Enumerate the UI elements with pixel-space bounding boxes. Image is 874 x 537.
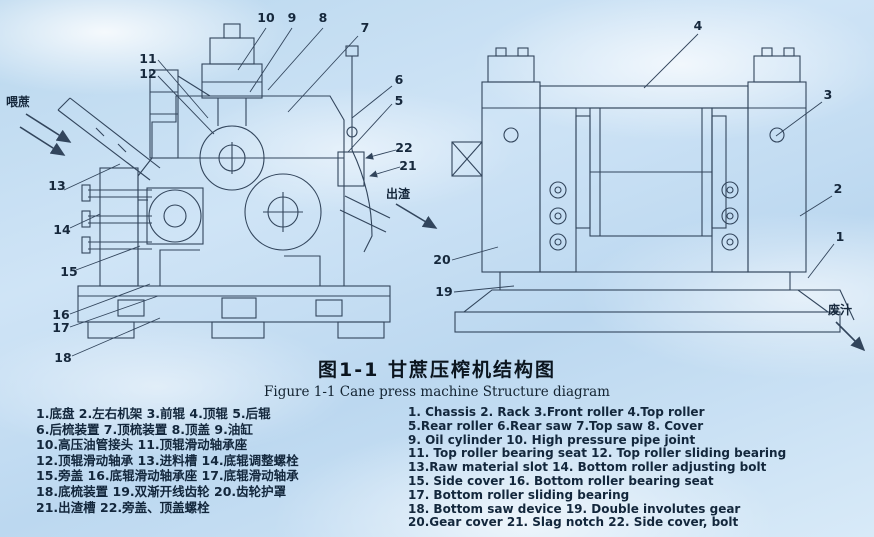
slag-arrow	[395, 203, 438, 229]
legend-en-line: 9. Oil cylinder 10. High pressure pipe j…	[408, 432, 696, 447]
legend-english: 1. Chassis 2. Rack 3.Front roller 4.Top …	[408, 405, 787, 530]
callout-1: 1	[836, 229, 845, 244]
callout-14: 14	[53, 222, 71, 237]
figure-title-en: Figure 1-1 Cane press machine Structure …	[264, 384, 610, 400]
legend-en-line: 20.Gear cover 21. Slag notch 22. Side co…	[408, 515, 739, 530]
bottom-roller-bearing-circle	[146, 187, 204, 245]
right-view-left-tower	[481, 47, 541, 273]
callout-6: 6	[395, 72, 404, 87]
left-view-drawing	[57, 23, 391, 339]
callout-5: 5	[395, 93, 404, 108]
top-roller-circle	[199, 125, 265, 191]
callout-17: 17	[52, 320, 69, 335]
oil-cylinder	[201, 23, 263, 126]
callout-22: 22	[395, 140, 412, 155]
callout-2: 2	[834, 181, 843, 196]
callout-4: 4	[694, 18, 703, 33]
top-beam	[539, 85, 749, 109]
callout-18: 18	[54, 350, 71, 365]
legend-en-line: 15. Side cover 16. Bottom roller bearing…	[408, 473, 714, 488]
left-frame-post	[81, 167, 152, 287]
feed-arrow-2	[19, 126, 66, 156]
legend-en-line: 1. Chassis 2. Rack 3.Front roller 4.Top …	[408, 405, 705, 419]
legend-zh-line: 1.底盘 2.左右机架 3.前辊 4.顶辊 5.后辊	[36, 406, 271, 421]
legend-en-line: 18. Bottom saw device 19. Double involut…	[408, 501, 741, 516]
figure-title-block: 图1-1 甘蔗压榨机结构图 Figure 1-1 Cane press mach…	[0, 355, 874, 400]
rear-saw-lever	[337, 45, 373, 253]
callout-20: 20	[433, 252, 451, 267]
callout-9: 9	[288, 10, 297, 25]
figure-title-zh: 图1-1 甘蔗压榨机结构图	[318, 359, 556, 381]
callout-11: 11	[139, 51, 156, 66]
callout-numbers: 10 9 8 7 11 12 6 5 22 21 13 14 15 16 17 …	[48, 10, 844, 365]
juice-arrow	[835, 321, 866, 352]
callout-10: 10	[257, 10, 275, 25]
legend-zh-line: 21.出渣槽 22.旁盖、顶盖螺栓	[36, 499, 210, 515]
slag-label: 出渣	[386, 186, 411, 201]
left-view-base	[77, 285, 391, 339]
callout-12: 12	[139, 66, 156, 81]
right-view-drawing	[451, 47, 855, 333]
right-view-right-tower	[747, 47, 807, 273]
callout-7: 7	[361, 20, 370, 35]
shaft-end	[451, 141, 483, 177]
legend-en-line: 5.Rear roller 6.Rear saw 7.Top saw 8. Co…	[408, 418, 704, 433]
legend-chinese: 1.底盘 2.左右机架 3.前辊 4.顶辊 5.后辊 6.后梳装置 7.顶梳装置…	[36, 406, 396, 515]
callout-8: 8	[319, 10, 328, 25]
legend-en-line: 17. Bottom roller sliding bearing	[408, 487, 630, 502]
flow-labels: 喂蔗 出渣 废汁	[6, 94, 852, 317]
juice-label: 废汁	[828, 302, 852, 317]
top-roller-bearing-bracket	[149, 69, 211, 159]
bolt-columns	[539, 107, 749, 273]
callout-21: 21	[399, 158, 416, 173]
legend-zh-line: 12.顶辊滑动轴承 13.进料槽 14.底辊调整螺栓	[36, 452, 299, 468]
legend-en-line: 11. Top roller bearing seat 12. Top roll…	[408, 446, 787, 461]
legend-zh-line: 18.底梳装置 19.双渐开线齿轮 20.齿轮护罩	[36, 483, 287, 499]
callout-15: 15	[60, 264, 77, 279]
callout-19: 19	[435, 284, 452, 299]
feed-chute	[57, 97, 161, 181]
legend-zh-line: 15.旁盖 16.底辊滑动轴承座 17.底辊滑动轴承	[36, 468, 299, 484]
leader-lines	[63, 27, 835, 357]
feed-arrow-1	[25, 113, 72, 143]
feed-label: 喂蔗	[6, 94, 30, 109]
callout-13: 13	[48, 178, 65, 193]
right-view-base	[454, 271, 855, 333]
legend-zh-line: 6.后梳装置 7.顶梳装置 8.顶盖 9.油缸	[36, 421, 253, 437]
slag-outlet	[339, 195, 391, 233]
legend-en-line: 13.Raw material slot 14. Bottom roller a…	[408, 460, 767, 475]
callout-16: 16	[52, 307, 70, 322]
legend-zh-line: 10.高压油管接头 11.顶辊滑动轴承座	[36, 437, 248, 453]
callout-3: 3	[824, 87, 833, 102]
roller-drum	[575, 107, 727, 237]
front-roller-circle	[244, 173, 322, 251]
flow-arrows	[19, 113, 866, 352]
